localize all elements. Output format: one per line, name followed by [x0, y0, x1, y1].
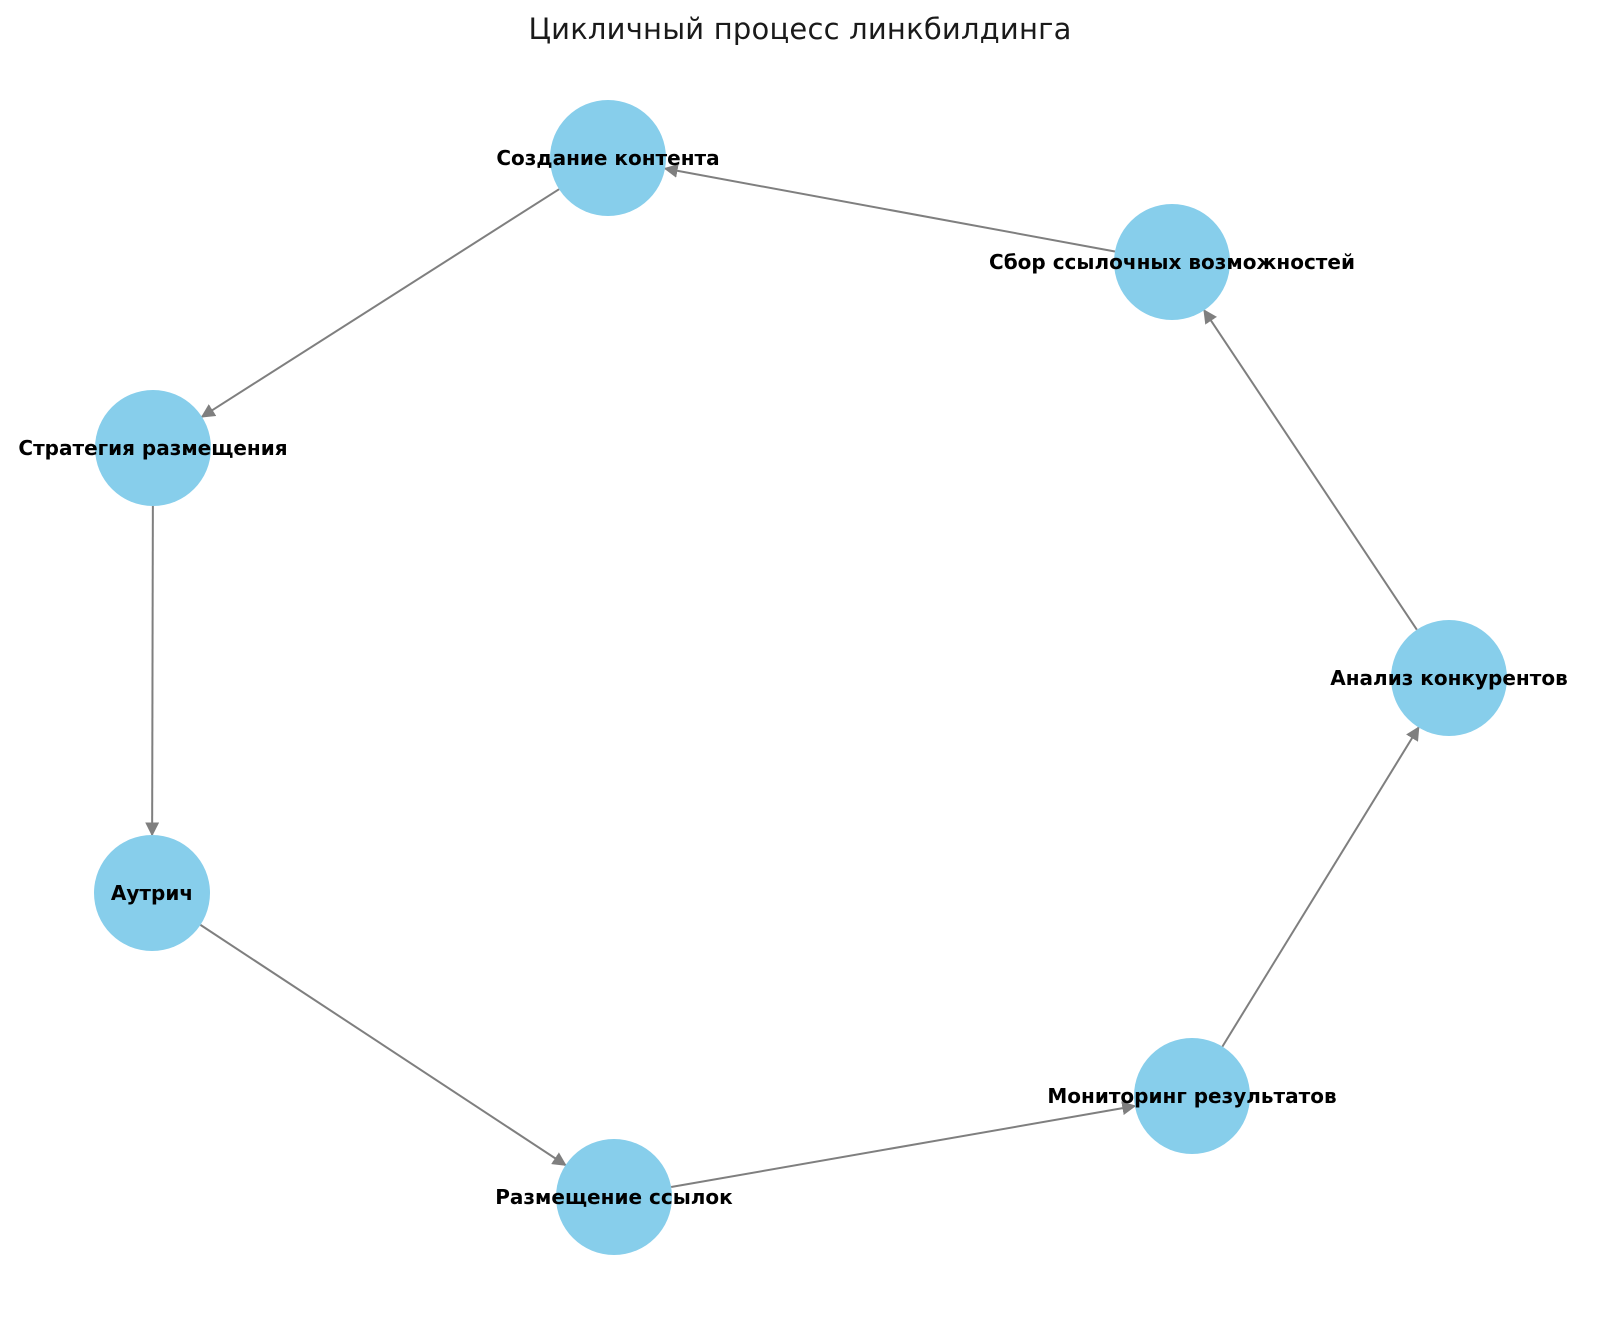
graph-node-opportunities[interactable]	[1114, 204, 1230, 320]
graph-node-competitors[interactable]	[1391, 620, 1507, 736]
graph-edge-placement-to-monitoring	[670, 1101, 1137, 1189]
page-title: Цикличный процесс линкбилдинга	[528, 12, 1072, 46]
graph-edge-competitors-to-opportunities	[1203, 309, 1418, 631]
edges-layer	[145, 163, 1420, 1189]
graph-edge-monitoring-to-competitors	[1221, 726, 1420, 1048]
graph-edge-outreach-to-placement	[199, 924, 567, 1166]
graph-node-content[interactable]	[550, 100, 666, 216]
nodes-layer	[94, 100, 1507, 1255]
graph-node-placement[interactable]	[556, 1139, 672, 1255]
graph-edge-opportunities-to-content	[663, 163, 1116, 253]
graph-node-outreach[interactable]	[94, 835, 210, 951]
graph-node-strategy[interactable]	[95, 390, 211, 506]
graph-edge-content-to-strategy	[200, 188, 560, 418]
graph-edge-strategy-to-outreach	[145, 505, 160, 837]
graph-node-monitoring[interactable]	[1134, 1038, 1250, 1154]
